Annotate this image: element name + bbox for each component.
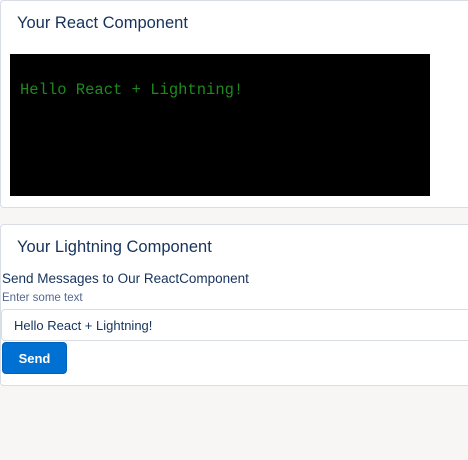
react-card-title: Your React Component: [17, 14, 188, 32]
message-field-label: Enter some text: [2, 292, 83, 304]
react-output-terminal: Hello React + Lightning!: [10, 54, 430, 196]
lightning-card-title: Your Lightning Component: [17, 238, 212, 256]
react-component-card: Your React Component Hello React + Light…: [0, 0, 468, 208]
terminal-message: Hello React + Lightning!: [20, 81, 244, 99]
message-input[interactable]: [1, 309, 468, 341]
lightning-component-card: Your Lightning Component Send Messages t…: [0, 224, 468, 386]
send-messages-label: Send Messages to Our ReactComponent: [2, 271, 249, 286]
send-button[interactable]: Send: [2, 342, 67, 374]
